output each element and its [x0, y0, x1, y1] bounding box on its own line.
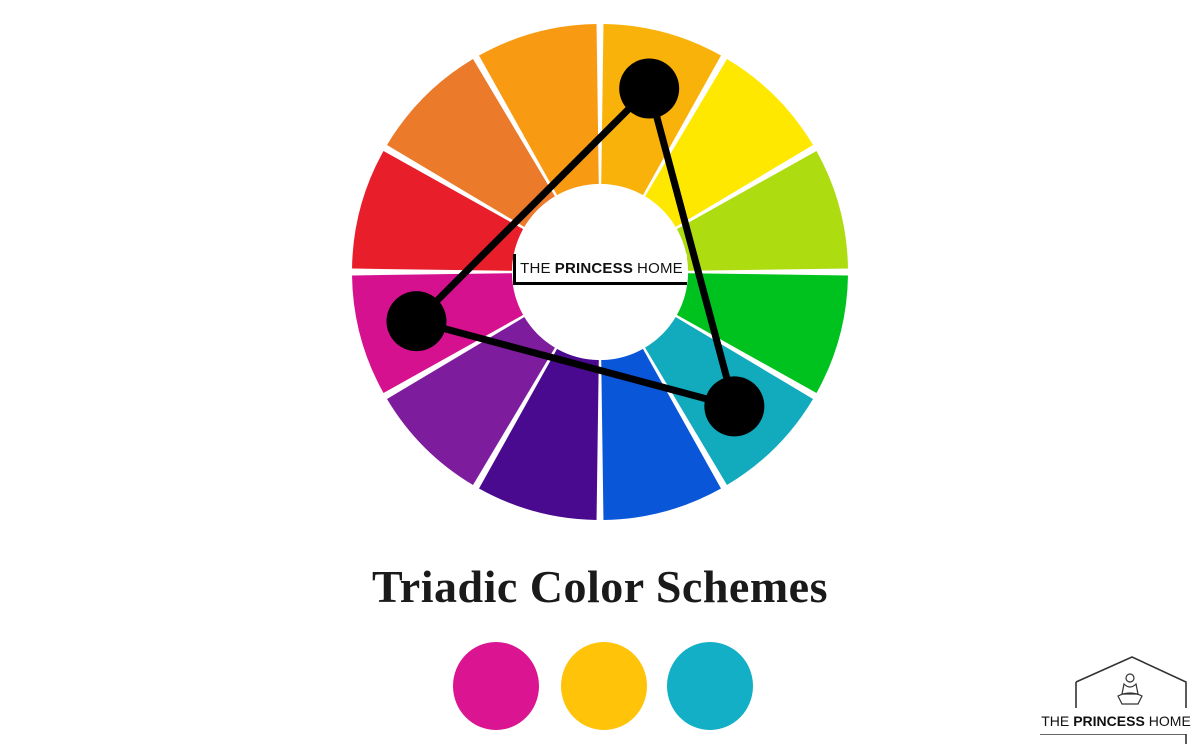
wheel-segment-orange	[479, 24, 599, 196]
center-label-princess: PRINCESS	[554, 259, 634, 277]
triad-swatches	[453, 642, 757, 730]
wheel-segment-green	[676, 273, 848, 393]
wheel-segment-blue-violet	[479, 348, 599, 520]
triad-point-red-violet	[386, 291, 447, 352]
logo-label-home: HOME	[1148, 713, 1191, 729]
wheel-segment-yellow	[645, 58, 814, 227]
page-title: Triadic Color Schemes	[372, 561, 828, 612]
swatch-magenta	[453, 642, 539, 730]
wheel-segment-red	[352, 151, 524, 271]
triad-triangle-outline	[412, 84, 738, 410]
wheel-segment-yellow-green	[676, 151, 848, 271]
triad-point-blue-green	[704, 376, 765, 437]
center-brand-label: THE PRINCESS HOME	[513, 254, 687, 285]
triad-triangle	[386, 58, 765, 437]
logo-brand-label: THE PRINCESS HOME	[1040, 708, 1192, 734]
triad-point-orange-yellow	[619, 58, 680, 119]
wheel-segment-red-orange	[386, 58, 555, 227]
center-label-home: HOME	[637, 259, 683, 277]
swatch-yellow	[561, 642, 647, 730]
logo-label-the: THE	[1041, 713, 1070, 729]
wheel-segment-violet	[386, 317, 555, 486]
swatch-teal	[667, 642, 753, 730]
logo-label-princess: PRINCESS	[1073, 713, 1145, 729]
wheel-segment-blue	[601, 348, 721, 520]
center-label-the: THE	[520, 259, 551, 277]
